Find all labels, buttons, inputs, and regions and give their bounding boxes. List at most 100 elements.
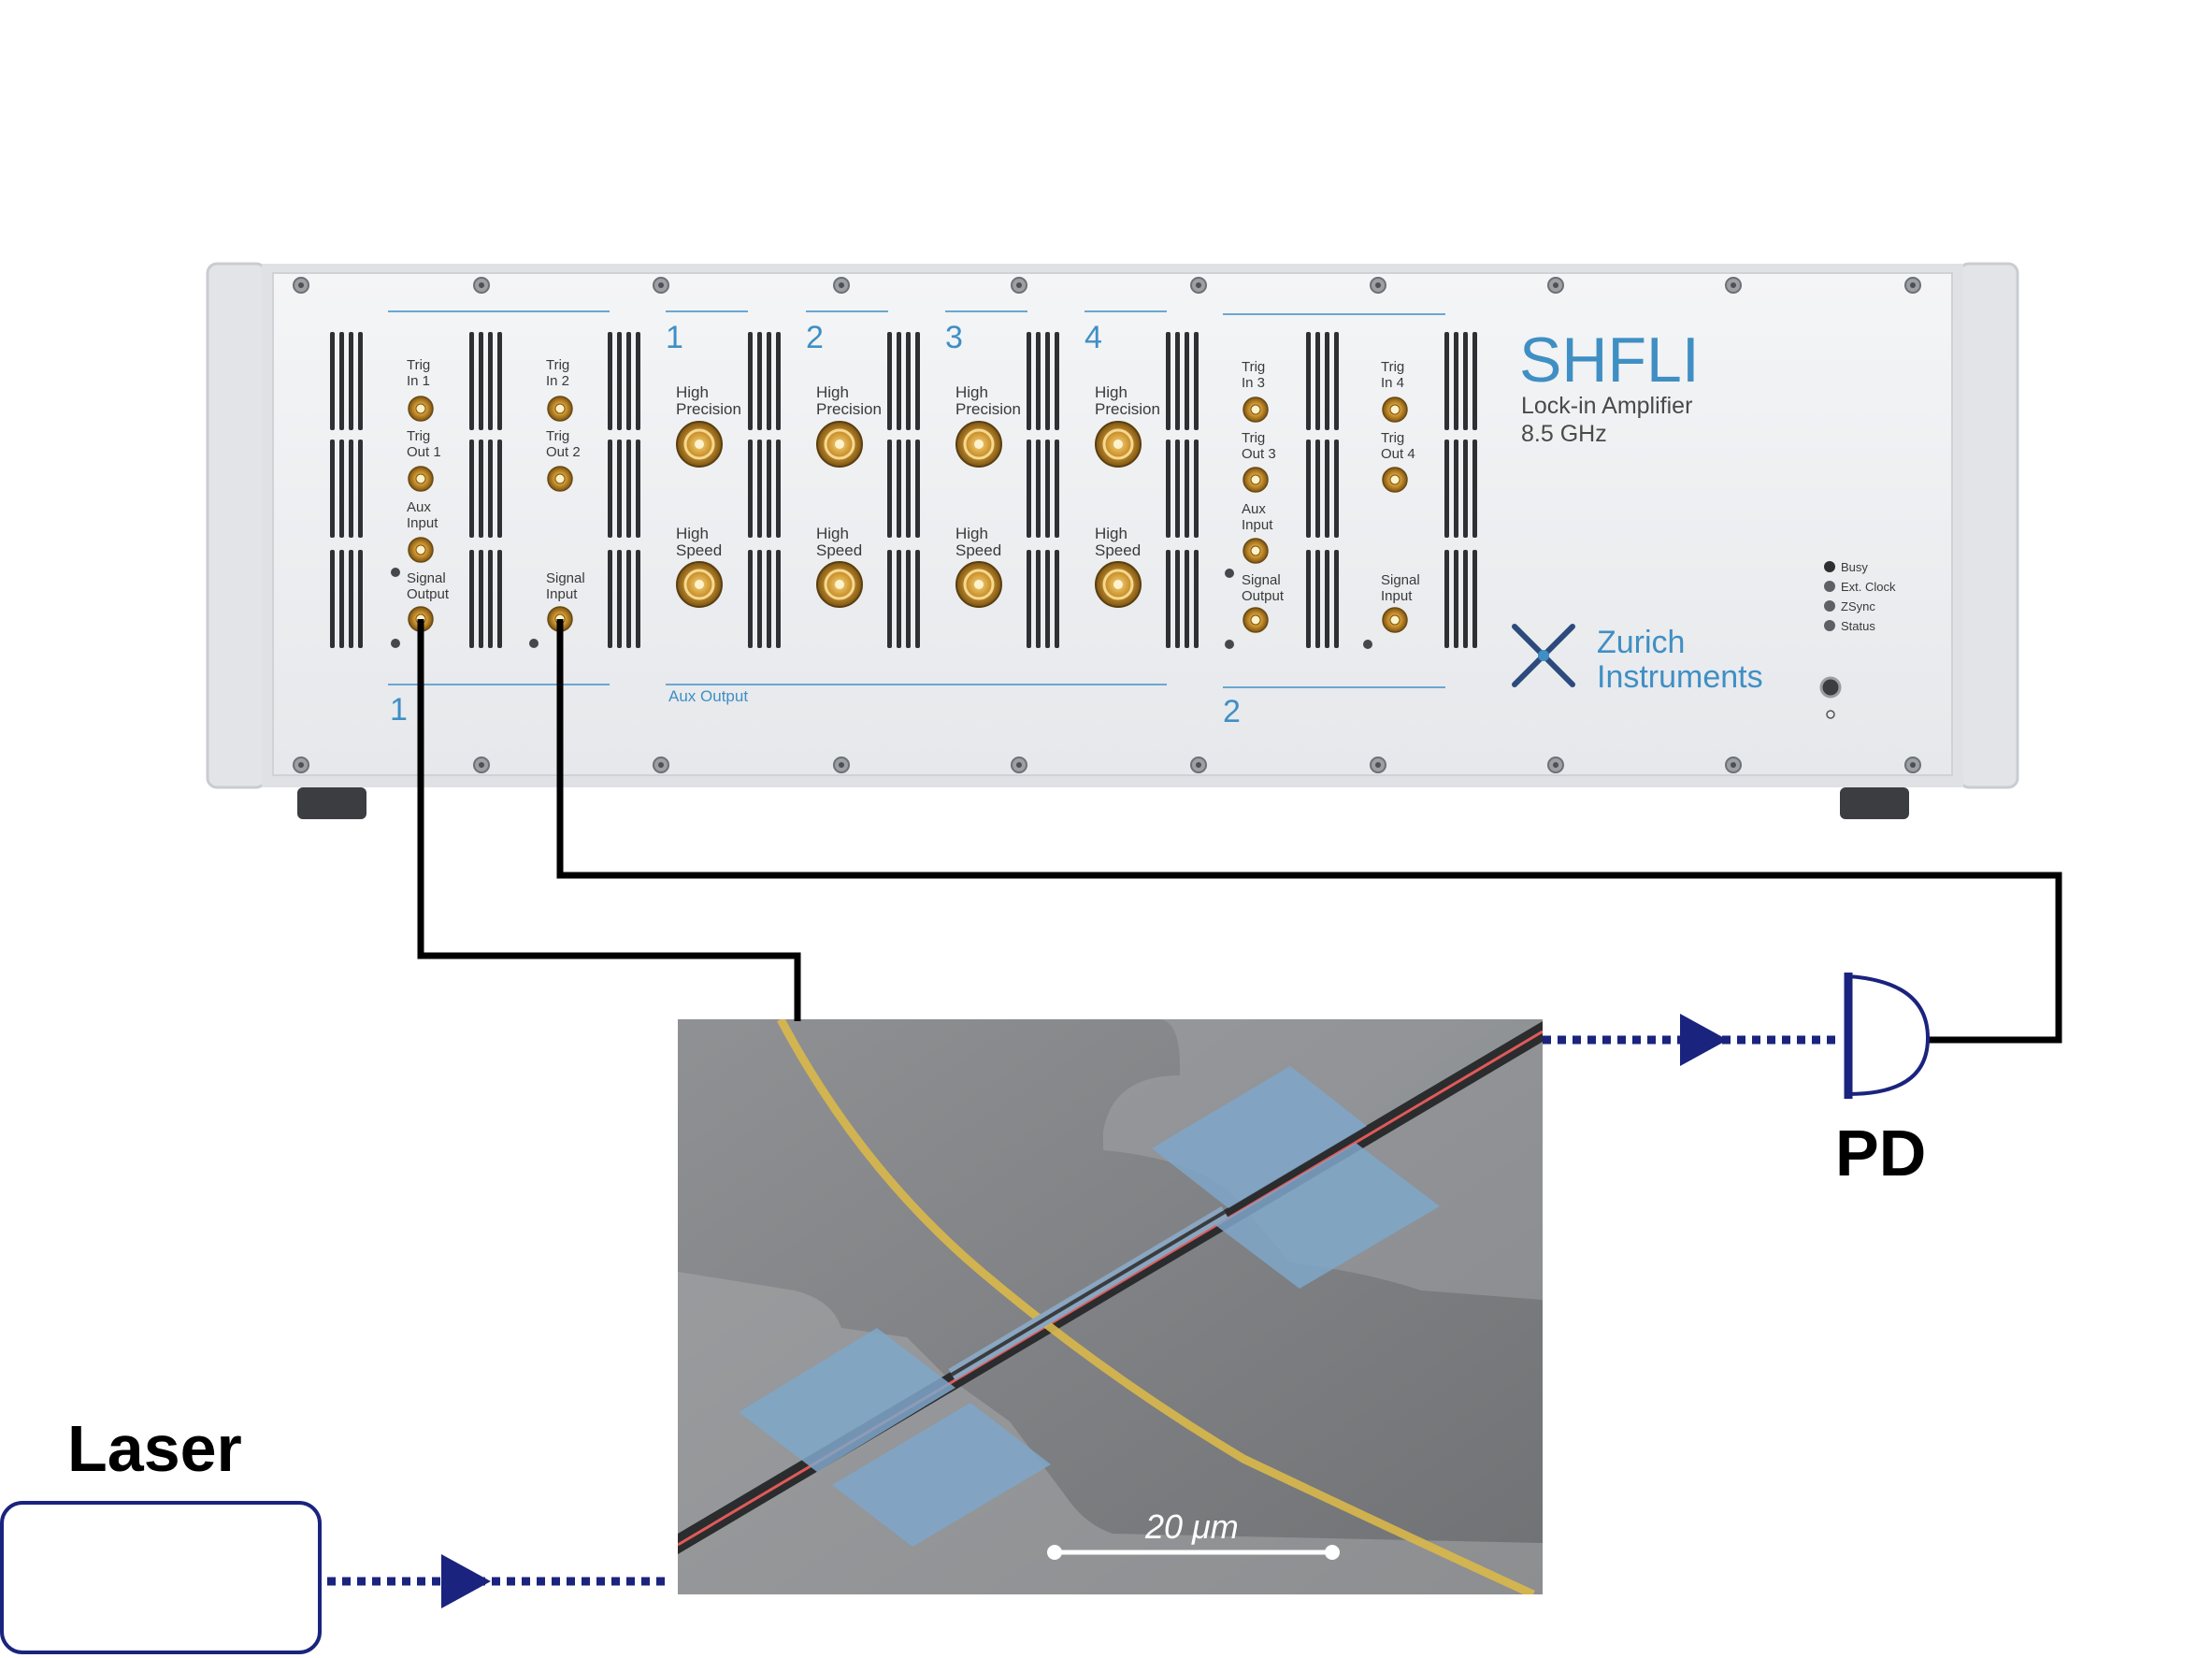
high-precision-3-connector[interactable]: [955, 421, 1002, 468]
trig-in-4-connector[interactable]: [1382, 396, 1408, 423]
screw: [1725, 757, 1742, 773]
led-ext-clock: [1824, 581, 1835, 592]
vent-slot-bank: [748, 332, 781, 430]
vent-slot-bank: [1306, 440, 1339, 538]
electrical-wires: [417, 619, 2062, 1044]
signal-input-2-connector[interactable]: [1382, 607, 1408, 633]
screw: [1904, 277, 1921, 294]
vent-slot-bank: [1027, 550, 1059, 648]
vent-slot-bank: [469, 332, 502, 430]
power-button[interactable]: [1819, 676, 1842, 719]
channel-number-3: 3: [945, 320, 963, 355]
left-rack-handle: [206, 262, 267, 789]
high-speed-4-connector[interactable]: [1095, 561, 1142, 608]
screw: [1370, 757, 1386, 773]
high-speed-1-connector[interactable]: [676, 561, 723, 608]
vent-slot-bank: [1027, 332, 1059, 430]
laser: Laser: [0, 1412, 322, 1654]
indicator-led: [391, 568, 400, 577]
high-precision-2-connector[interactable]: [816, 421, 863, 468]
vent-slot-bank: [1306, 332, 1339, 430]
optical-paths: [327, 1014, 1842, 1608]
vent-slot-bank: [330, 440, 363, 538]
indicator-led: [1363, 640, 1372, 649]
front-panel: [272, 272, 1953, 776]
aux-input-1-connector[interactable]: [408, 537, 434, 563]
trig-in-1-connector[interactable]: [408, 396, 434, 422]
screw: [1011, 757, 1027, 773]
pd-beam-arrow: [1680, 1014, 1728, 1066]
screw: [473, 757, 490, 773]
channel-number-1: 1: [666, 320, 683, 355]
high-speed-2-connector[interactable]: [816, 561, 863, 608]
model-name: SHFLI: [1519, 324, 1700, 396]
power-icon: [1826, 710, 1835, 719]
model-subtitle: Lock-in Amplifier: [1521, 393, 1692, 419]
vent-slot-bank: [1306, 550, 1339, 648]
screw: [653, 277, 669, 294]
zurich-instruments-logo: Zurich Instruments: [1512, 624, 1763, 695]
screw: [653, 757, 669, 773]
trig-in-3-connector[interactable]: [1242, 396, 1269, 423]
ventilation-slots: [330, 332, 1477, 648]
high-precision-1-connector[interactable]: [676, 421, 723, 468]
trig-out-4-connector[interactable]: [1382, 467, 1408, 493]
connectors: [391, 396, 1408, 649]
vent-slot-bank: [1444, 440, 1477, 538]
screw: [1547, 757, 1564, 773]
status-leds: Busy Ext. Clock ZSync Status: [1824, 560, 1896, 633]
right-foot: [1840, 787, 1909, 819]
vent-slot-bank: [1166, 332, 1199, 430]
vent-slot-bank: [608, 332, 640, 430]
vent-slot-bank: [330, 550, 363, 648]
channel-number-2: 2: [806, 320, 824, 355]
screw: [293, 277, 309, 294]
vent-slot-bank: [748, 550, 781, 648]
high-precision-4-connector[interactable]: [1095, 421, 1142, 468]
scale-bar: 20 μm: [1047, 1507, 1340, 1560]
left-foot: [297, 787, 366, 819]
trig-out-1-connector[interactable]: [408, 466, 434, 492]
vent-slot-bank: [330, 332, 363, 430]
signal-output-wire: [417, 619, 801, 1021]
led-zsync: [1824, 600, 1835, 612]
screw: [1547, 277, 1564, 294]
brand-line-2: Instruments: [1597, 659, 1763, 695]
indicator-led: [391, 639, 400, 648]
trig-out-2-connector[interactable]: [547, 466, 573, 492]
screw: [473, 277, 490, 294]
trig-out-3-connector[interactable]: [1242, 467, 1269, 493]
screw: [1725, 277, 1742, 294]
laser-box: [0, 1501, 322, 1654]
screw: [1904, 757, 1921, 773]
section-rules: [388, 310, 1445, 688]
vent-slot-bank: [748, 440, 781, 538]
led-ext-clock-label: Ext. Clock: [1841, 580, 1896, 594]
trig-in-2-connector[interactable]: [547, 396, 573, 422]
screw: [1011, 277, 1027, 294]
screw: [1190, 757, 1207, 773]
brand-line-1: Zurich: [1597, 625, 1685, 660]
aux-input-2-connector[interactable]: [1242, 538, 1269, 564]
vent-slot-bank: [887, 332, 920, 430]
screw: [1190, 277, 1207, 294]
signal-output-2-connector[interactable]: [1242, 607, 1269, 633]
high-speed-3-connector[interactable]: [955, 561, 1002, 608]
